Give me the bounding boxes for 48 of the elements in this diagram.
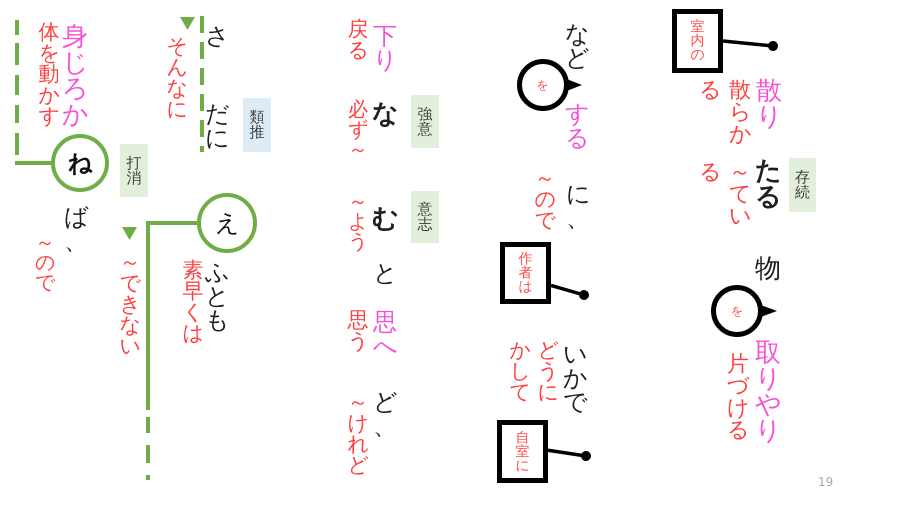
translation-text: ～ている bbox=[699, 162, 751, 230]
keyword-text: 下り bbox=[373, 24, 397, 72]
grammar-tag: 強意 bbox=[411, 95, 439, 148]
translation-text: 体を動かす bbox=[38, 22, 60, 127]
classical-text: と bbox=[373, 261, 397, 285]
grammar-tag: 類推 bbox=[243, 98, 271, 152]
translation-text: 散らかる bbox=[699, 80, 751, 148]
keyword-text: 思へ bbox=[373, 310, 397, 358]
grammar-tag: 存続 bbox=[789, 158, 816, 212]
translation-text: ～よう bbox=[348, 191, 368, 251]
classical-text: 物 bbox=[755, 256, 781, 282]
leader-line bbox=[722, 39, 778, 51]
classical-text: たる bbox=[755, 158, 781, 210]
insertion-box: 作者は bbox=[500, 242, 551, 304]
insertion-box: 自室に bbox=[497, 420, 548, 483]
translation-text: どうにかして bbox=[510, 340, 558, 405]
classical-text: ど、 bbox=[373, 390, 397, 438]
keyword-text: 散り bbox=[756, 78, 782, 130]
grammar-tag: 意志 bbox=[411, 191, 439, 243]
keyword-text: 取りやり bbox=[755, 340, 781, 444]
circled-character: え bbox=[197, 193, 257, 253]
translation-text: 片づける bbox=[727, 354, 749, 442]
classical-text: だに bbox=[205, 102, 229, 150]
classical-text: いかで bbox=[563, 342, 587, 414]
translation-text: ～ので bbox=[534, 168, 556, 231]
circled-character: ね bbox=[51, 134, 109, 192]
classical-text: な bbox=[372, 101, 398, 127]
keyword-text: 身じろか bbox=[62, 24, 88, 128]
translation-text: ～できない bbox=[120, 252, 140, 357]
grammar-tag: 打消 bbox=[120, 144, 148, 197]
translation-text: 思う bbox=[348, 310, 368, 352]
translation-text: 素早くは bbox=[182, 260, 204, 344]
classical-text: に、 bbox=[566, 182, 590, 230]
connector-line bbox=[15, 20, 51, 165]
classical-text: ふとも bbox=[205, 260, 229, 332]
insertion-box: 室内の bbox=[672, 9, 723, 73]
translation-text: そんなに bbox=[166, 36, 188, 120]
translation-text: 戻る bbox=[348, 19, 368, 61]
classical-text: さ bbox=[205, 24, 229, 48]
page-number: 19 bbox=[818, 476, 834, 488]
leader-line bbox=[548, 448, 591, 461]
translation-text: ～けれど bbox=[348, 392, 368, 476]
classical-text: む bbox=[372, 206, 398, 232]
translation-text: 必ず～ bbox=[348, 99, 368, 159]
leader-line bbox=[550, 284, 589, 300]
connector-line bbox=[146, 221, 197, 480]
translation-text: ～ので bbox=[35, 232, 55, 292]
classical-text: ば、 bbox=[64, 205, 88, 253]
